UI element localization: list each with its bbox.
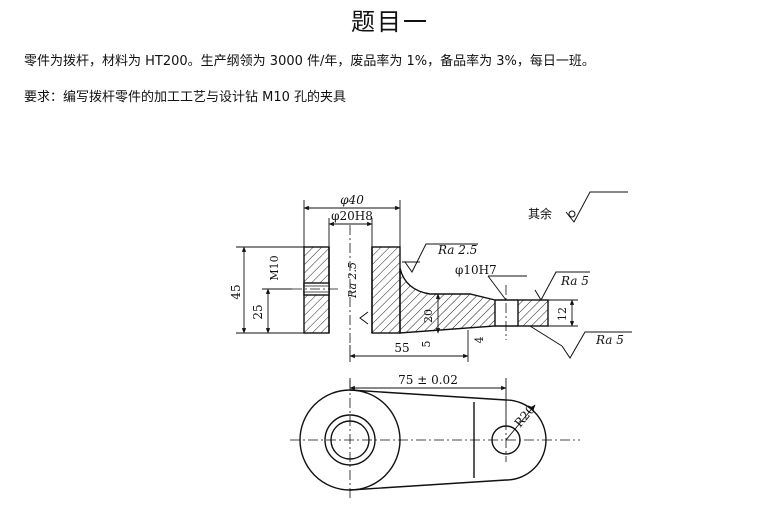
ra-right-bottom: Ra 5 (595, 333, 624, 347)
top-dimensions (349, 378, 536, 441)
dim-4: 4 (473, 337, 486, 344)
dim-5: 5 (420, 341, 433, 348)
dim-75: 75 ± 0.02 (398, 373, 458, 387)
dim-m10: M10 (268, 255, 281, 280)
dim-12: 12 (556, 307, 569, 321)
boss-section (517, 299, 549, 327)
dim-phi10h7: φ10H7 (455, 263, 497, 277)
hub-right-wall (371, 246, 401, 334)
dim-phi40: φ40 (340, 193, 364, 207)
ra-top: Ra 2.5 (437, 243, 477, 257)
roughness-symbols (359, 191, 632, 359)
dim-55: 55 (394, 341, 409, 355)
section-view (292, 225, 549, 345)
part-description: 零件为拨杆，材料为 HT200。生产纲领为 3000 件/年，废品率为 1%，备… (24, 54, 595, 69)
note-rest: 其余 (528, 206, 552, 221)
dim-20: 20 (422, 309, 435, 323)
top-view (290, 380, 580, 500)
requirement-text: 要求：编写拨杆零件的加工工艺与设计钻 M10 孔的夹具 (24, 90, 347, 105)
dim-45: 45 (229, 284, 243, 299)
dim-phi20h8: φ20H8 (331, 209, 373, 223)
page-title: 题目一 (351, 8, 429, 36)
ra-right-top: Ra 5 (560, 274, 589, 288)
section-dimensions (236, 200, 578, 362)
dim-25: 25 (251, 304, 265, 319)
ra-bore: Ra 2.5 (346, 262, 359, 299)
arm-section (399, 267, 496, 334)
